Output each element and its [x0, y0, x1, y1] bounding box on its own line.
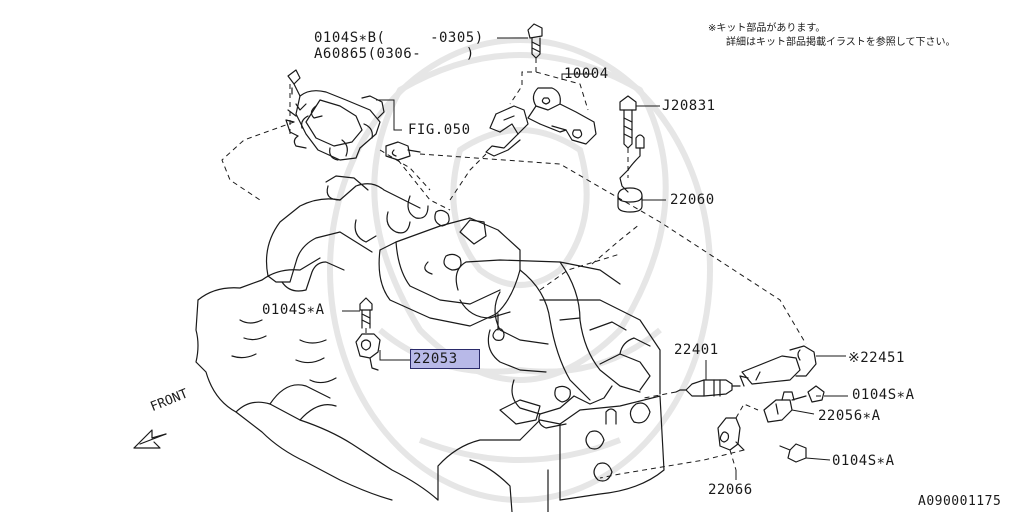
engine-block-outline — [195, 257, 665, 512]
callout-10004: 10004 — [564, 66, 609, 82]
bolt-j20831 — [619, 95, 637, 149]
callout-22066: 22066 — [708, 482, 753, 498]
sensor-22053 — [355, 333, 381, 371]
callout-22401: 22401 — [674, 342, 719, 358]
callout-22056: 22056∗A — [818, 408, 881, 424]
leader-lines — [221, 58, 830, 479]
bracket-10004 — [527, 87, 597, 145]
kit-note-line-2: 詳細はキット部品掲載イラストを参照して下さい。 — [726, 37, 956, 48]
callout-22053-highlighted[interactable]: 22053 — [410, 349, 480, 369]
ignition-coil — [285, 69, 385, 161]
bolt-0104s-left — [359, 297, 373, 329]
callout-0104s-b: 0104S∗B( -0305) — [314, 30, 484, 46]
spark-plug-22401 — [675, 379, 741, 397]
callout-j20831: J20831 — [662, 98, 716, 114]
callout-fig050: FIG.050 — [408, 122, 471, 138]
callout-0104s-a-left: 0104S∗A — [262, 302, 325, 318]
diagram-id: A090001175 — [918, 494, 1002, 509]
front-arrow — [133, 429, 167, 449]
bolt-0104s-right — [791, 385, 825, 403]
sensor-22066 — [717, 417, 745, 451]
kit-note-line-1: ※キット部品があります。 — [708, 23, 826, 34]
bolt-0104s-bottom — [779, 443, 807, 463]
bracket-fig050 — [485, 105, 529, 157]
coil-connector — [385, 141, 421, 161]
callout-0104s-a-right: 0104S∗A — [852, 387, 915, 403]
intake-manifold — [265, 175, 661, 429]
bolt-top — [527, 23, 543, 59]
sensor-22451 — [739, 345, 817, 387]
callout-0104s-a-bottom: 0104S∗A — [832, 453, 895, 469]
callout-22060: 22060 — [670, 192, 715, 208]
sensor-22056 — [763, 391, 795, 423]
callout-a60865: A60865(0306- ) — [314, 46, 475, 62]
sensor-22060-wire — [617, 134, 645, 213]
callout-leaders — [342, 37, 848, 480]
callout-22451: ※22451 — [848, 350, 905, 366]
